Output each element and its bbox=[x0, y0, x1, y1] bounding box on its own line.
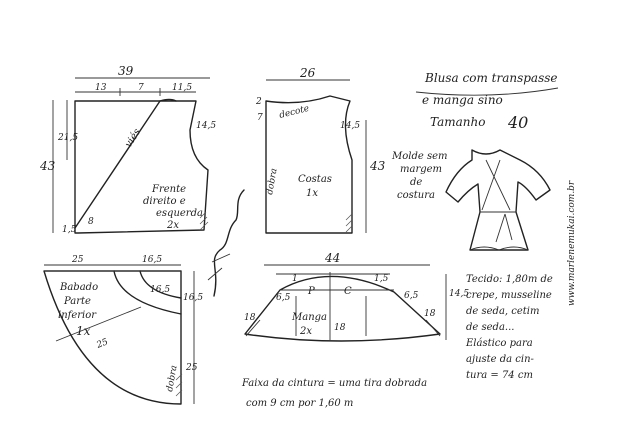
sleeve-mark-p: P bbox=[307, 286, 315, 297]
fabric-line-5: Elástico para bbox=[465, 338, 533, 349]
sleeve-dim-d: 6,5 bbox=[276, 293, 291, 303]
skirt-label-4: 1x bbox=[76, 324, 91, 338]
note-line-1: Molde sem bbox=[391, 151, 448, 162]
title-line-3: Tamanho bbox=[430, 115, 485, 129]
sleeve-mark-c: C bbox=[344, 286, 352, 297]
skirt-label-1: Babado bbox=[59, 282, 98, 293]
sleeve-dim-e: 18 bbox=[244, 313, 256, 323]
waistband-line-1: Faixa da cintura = uma tira dobrada bbox=[241, 378, 427, 389]
front-label-2: direito e bbox=[143, 196, 186, 207]
sleeve-dim-g: 14,5 bbox=[449, 289, 469, 299]
seam-note: Molde sem margem de costura bbox=[391, 151, 448, 201]
fabric-line-4: de seda... bbox=[466, 322, 514, 333]
blouse-illustration bbox=[445, 149, 551, 251]
title-size: 40 bbox=[507, 113, 528, 132]
front-dim-bottom-b: 1,5 bbox=[62, 225, 77, 235]
front-dim-arm: 14,5 bbox=[196, 121, 216, 131]
back-label-1: Costas bbox=[298, 174, 332, 185]
sleeve-label-2: 2x bbox=[299, 326, 312, 337]
front-dim-width: 39 bbox=[118, 64, 134, 78]
waistband-note: Faixa da cintura = uma tira dobrada com … bbox=[241, 378, 427, 409]
skirt-waist-arc bbox=[113, 270, 182, 315]
skirt-dim-a: 25 bbox=[71, 255, 84, 265]
fabric-line-7: tura = 74 cm bbox=[466, 370, 533, 381]
skirt-dim-b: 16,5 bbox=[142, 255, 162, 265]
back-dim-width: 26 bbox=[299, 66, 316, 80]
skirt-label-3: inferior bbox=[58, 310, 97, 321]
back-dim-height: 43 bbox=[369, 159, 386, 173]
skirt-fold-hatch bbox=[175, 373, 183, 397]
skirt-dim-e: 25 bbox=[94, 337, 110, 351]
front-dim-top-a: 13 bbox=[95, 83, 107, 93]
sleeve-piece: 44 1 6,5 1,5 6,5 18 18 14,5 18 P C Manga… bbox=[244, 251, 469, 342]
website-text: www.marlenemukai.com.br bbox=[567, 180, 577, 306]
fabric-note: Tecido: 1,80m de crepe, musseline de sed… bbox=[465, 274, 553, 381]
fabric-line-1: Tecido: 1,80m de bbox=[466, 274, 553, 285]
sleeve-dim-h: 18 bbox=[334, 323, 346, 333]
front-dim-top-b: 7 bbox=[138, 83, 144, 93]
back-fold-label: dobra bbox=[265, 168, 279, 196]
skirt-radius-line bbox=[55, 306, 142, 342]
back-fold-hatch bbox=[345, 213, 353, 233]
sleeve-dim-width: 44 bbox=[324, 251, 340, 265]
back-dim-arm: 14,5 bbox=[340, 121, 360, 131]
skirt-inner-arc bbox=[139, 270, 182, 299]
note-line-4: costura bbox=[397, 190, 435, 201]
skirt-dim-c: 16,5 bbox=[150, 285, 170, 295]
front-label-3: esquerda bbox=[156, 208, 203, 219]
note-line-2: margem bbox=[400, 164, 442, 175]
note-line-3: de bbox=[410, 177, 422, 188]
front-label-1: Frente bbox=[151, 184, 186, 195]
sleeve-dim-f: 18 bbox=[424, 309, 436, 319]
title-line-1: Blusa com transpasse bbox=[424, 71, 558, 85]
waistband-line-2: com 9 cm por 1,60 m bbox=[246, 398, 353, 409]
front-label-4: 2x bbox=[166, 220, 179, 231]
front-fold-hatch bbox=[199, 211, 209, 231]
back-piece: 26 2 7 14,5 43 decote dobra Costas 1x bbox=[255, 66, 386, 234]
front-piece: 39 13 7 11,5 43 21,5 14,5 8 1,5 viés Fre… bbox=[39, 64, 216, 235]
skirt-label-2: Parte bbox=[63, 296, 91, 307]
back-dim-shoulder: 2 bbox=[255, 97, 262, 107]
back-dim-neck: 7 bbox=[257, 113, 263, 123]
sleeve-dim-c: 1,5 bbox=[374, 274, 389, 284]
title-block: Blusa com transpasse e manga sino Tamanh… bbox=[415, 71, 559, 132]
title-underline bbox=[415, 87, 559, 96]
sleeve-dim-b: 6,5 bbox=[404, 291, 419, 301]
sleeve-dim-a: 1 bbox=[292, 274, 298, 284]
front-dim-top-c: 11,5 bbox=[172, 83, 192, 93]
skirt-fold-label: dobra bbox=[165, 365, 179, 393]
fabric-line-3: de seda, cetim bbox=[466, 306, 540, 317]
fabric-line-2: crepe, musseline bbox=[466, 290, 552, 301]
sleeve-label-1: Manga bbox=[291, 312, 327, 323]
front-wrap-line bbox=[74, 100, 161, 229]
front-dim-height: 43 bbox=[39, 159, 56, 173]
front-neckline bbox=[159, 98, 177, 102]
back-label-2: 1x bbox=[306, 188, 318, 199]
skirt-dim-f: 25 bbox=[185, 363, 198, 373]
back-decote-label: decote bbox=[278, 104, 310, 121]
front-dim-side: 21,5 bbox=[57, 133, 78, 143]
signature bbox=[207, 189, 245, 297]
fabric-line-6: ajuste da cin- bbox=[466, 354, 535, 365]
front-dim-bottom-a: 8 bbox=[88, 217, 94, 227]
title-line-2: e manga sino bbox=[422, 93, 503, 107]
skirt-dim-d: 16,5 bbox=[183, 293, 203, 303]
skirt-piece: 25 16,5 16,5 16,5 25 25 dobra Babado Par… bbox=[43, 255, 203, 405]
